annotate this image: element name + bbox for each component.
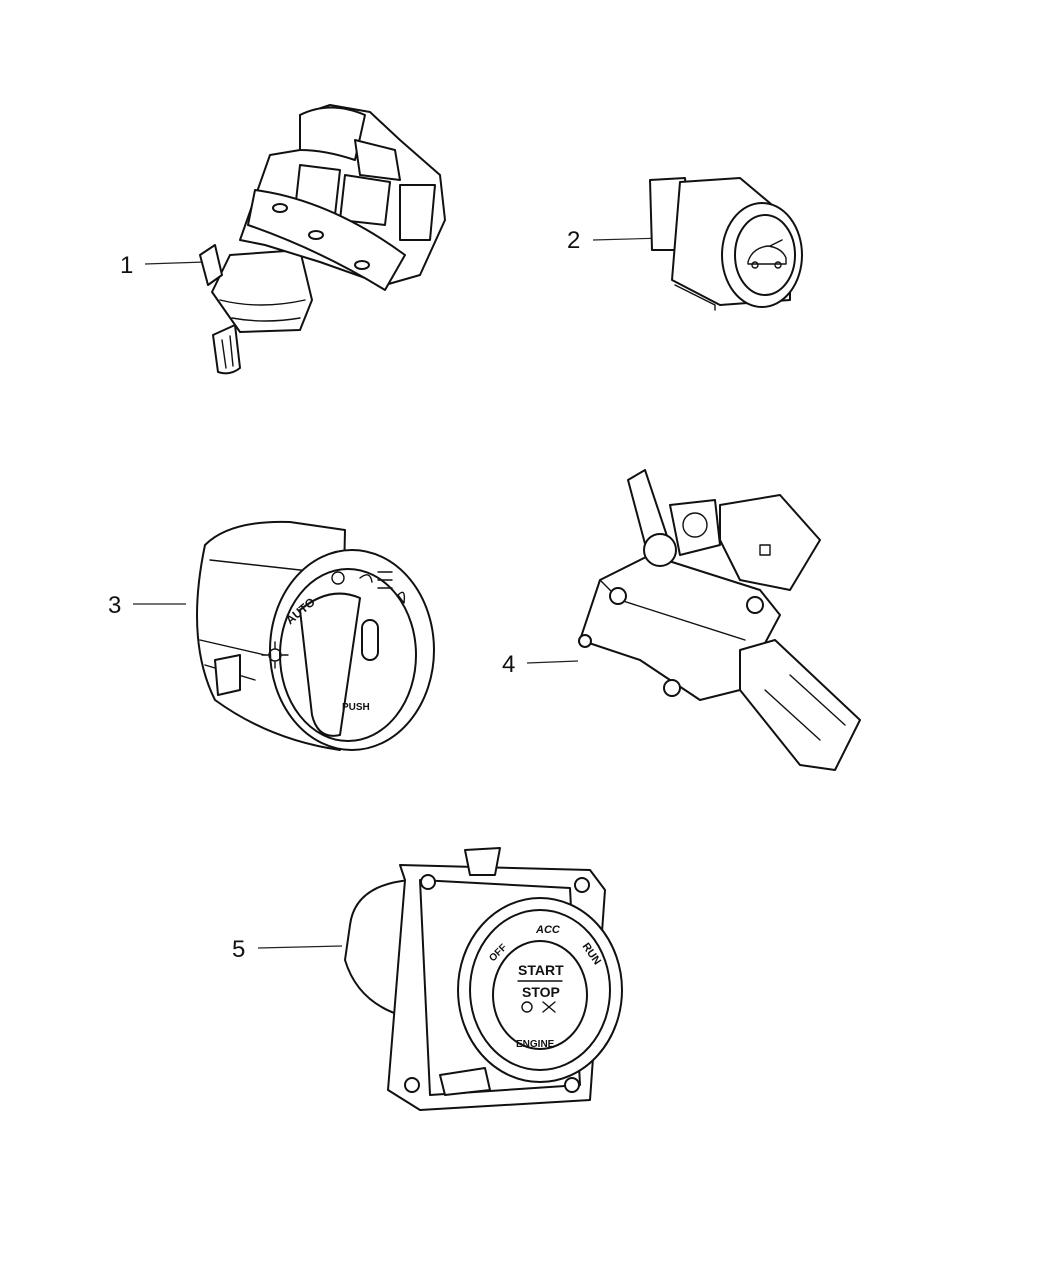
part-1-ignition-switch: 1 [120, 104, 446, 375]
callout-5: 5 [232, 936, 245, 963]
engine-label: ENGINE [516, 1039, 555, 1050]
part-3-headlamp-switch: 3 AUTO PUSH [108, 520, 435, 751]
callout-4: 4 [502, 651, 515, 678]
start-label: START [518, 962, 564, 978]
part-4-actuator: 4 [502, 469, 861, 771]
stop-label: STOP [522, 984, 560, 1000]
part-5-start-stop-switch: 5 START STOP ACC OFF RUN ENGINE [232, 847, 623, 1111]
leader-line-1 [144, 261, 206, 265]
acc-label: ACC [535, 924, 561, 936]
leader-line-5 [257, 945, 343, 949]
part-2-trunk-release-switch: 2 [567, 177, 803, 311]
callout-2: 2 [567, 227, 580, 254]
callout-3: 3 [108, 592, 121, 619]
callout-1: 1 [120, 252, 133, 279]
leader-line-4 [526, 660, 579, 664]
push-label: PUSH [342, 702, 370, 713]
